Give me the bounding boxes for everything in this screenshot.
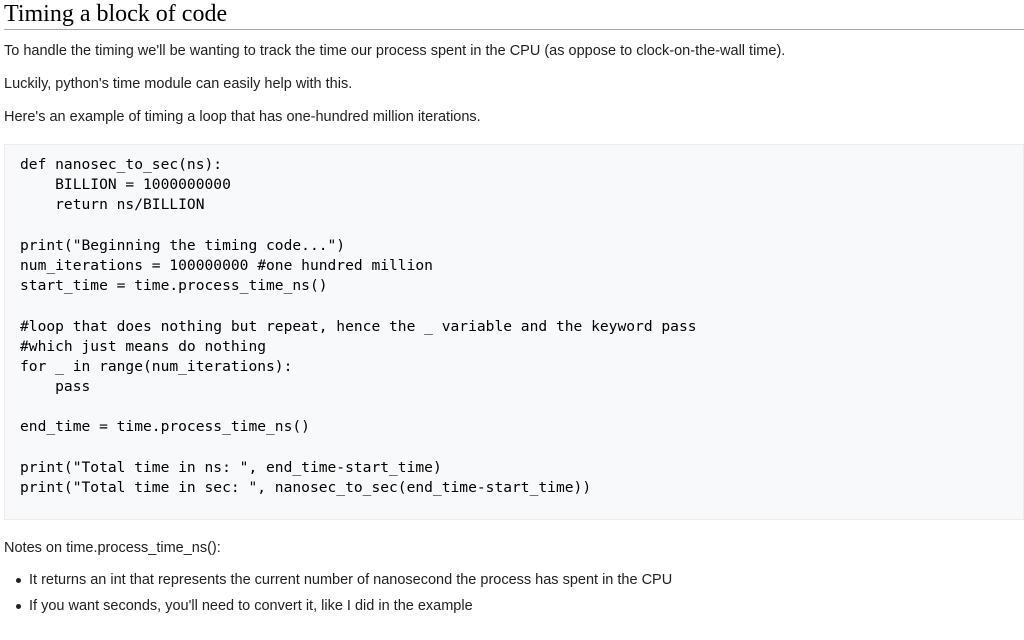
code-line: #loop that does nothing but repeat, henc… <box>20 317 697 335</box>
code-line <box>20 216 1023 236</box>
code-line: print("Total time in ns: ", end_time-sta… <box>20 458 442 476</box>
code-line: return ns/BILLION <box>20 196 205 214</box>
code-line: print("Beginning the timing code...") <box>20 236 346 254</box>
notes-heading: Notes on time.process_time_ns(): <box>4 540 221 556</box>
intro-paragraph-1: To handle the timing we'll be wanting to… <box>4 43 786 59</box>
intro-paragraph-2: Luckily, python's time module can easily… <box>4 76 353 92</box>
code-line: print("Total time in sec: ", nanosec_to_… <box>20 479 592 496</box>
section-heading: Timing a block of code <box>4 0 1024 30</box>
bullet-icon <box>16 604 21 609</box>
code-line: start_time = time.process_time_ns() <box>20 277 328 295</box>
list-item: If you want seconds, you'll need to conv… <box>0 596 672 622</box>
code-line: BILLION = 1000000000 <box>20 176 231 194</box>
notes-list: It returns an int that represents the cu… <box>0 570 672 622</box>
list-item: It returns an int that represents the cu… <box>0 570 672 596</box>
code-line: def nanosec_to_sec(ns): <box>20 156 223 173</box>
bullet-icon <box>16 578 21 583</box>
code-line: pass <box>20 378 91 396</box>
code-block: def nanosec_to_sec(ns): BILLION = 100000… <box>4 144 1024 520</box>
code-line <box>20 397 1023 417</box>
code-line: num_iterations = 100000000 #one hundred … <box>20 256 433 274</box>
list-item-text: If you want seconds, you'll need to conv… <box>29 598 473 614</box>
code-line: for _ in range(num_iterations): <box>20 357 293 375</box>
code-line: end_time = time.process_time_ns() <box>20 418 310 436</box>
code-line: #which just means do nothing <box>20 337 267 355</box>
code-line <box>20 438 1023 458</box>
code-line <box>20 296 1023 316</box>
list-item-text: It returns an int that represents the cu… <box>29 572 673 588</box>
intro-paragraph-3: Here's an example of timing a loop that … <box>4 109 481 125</box>
